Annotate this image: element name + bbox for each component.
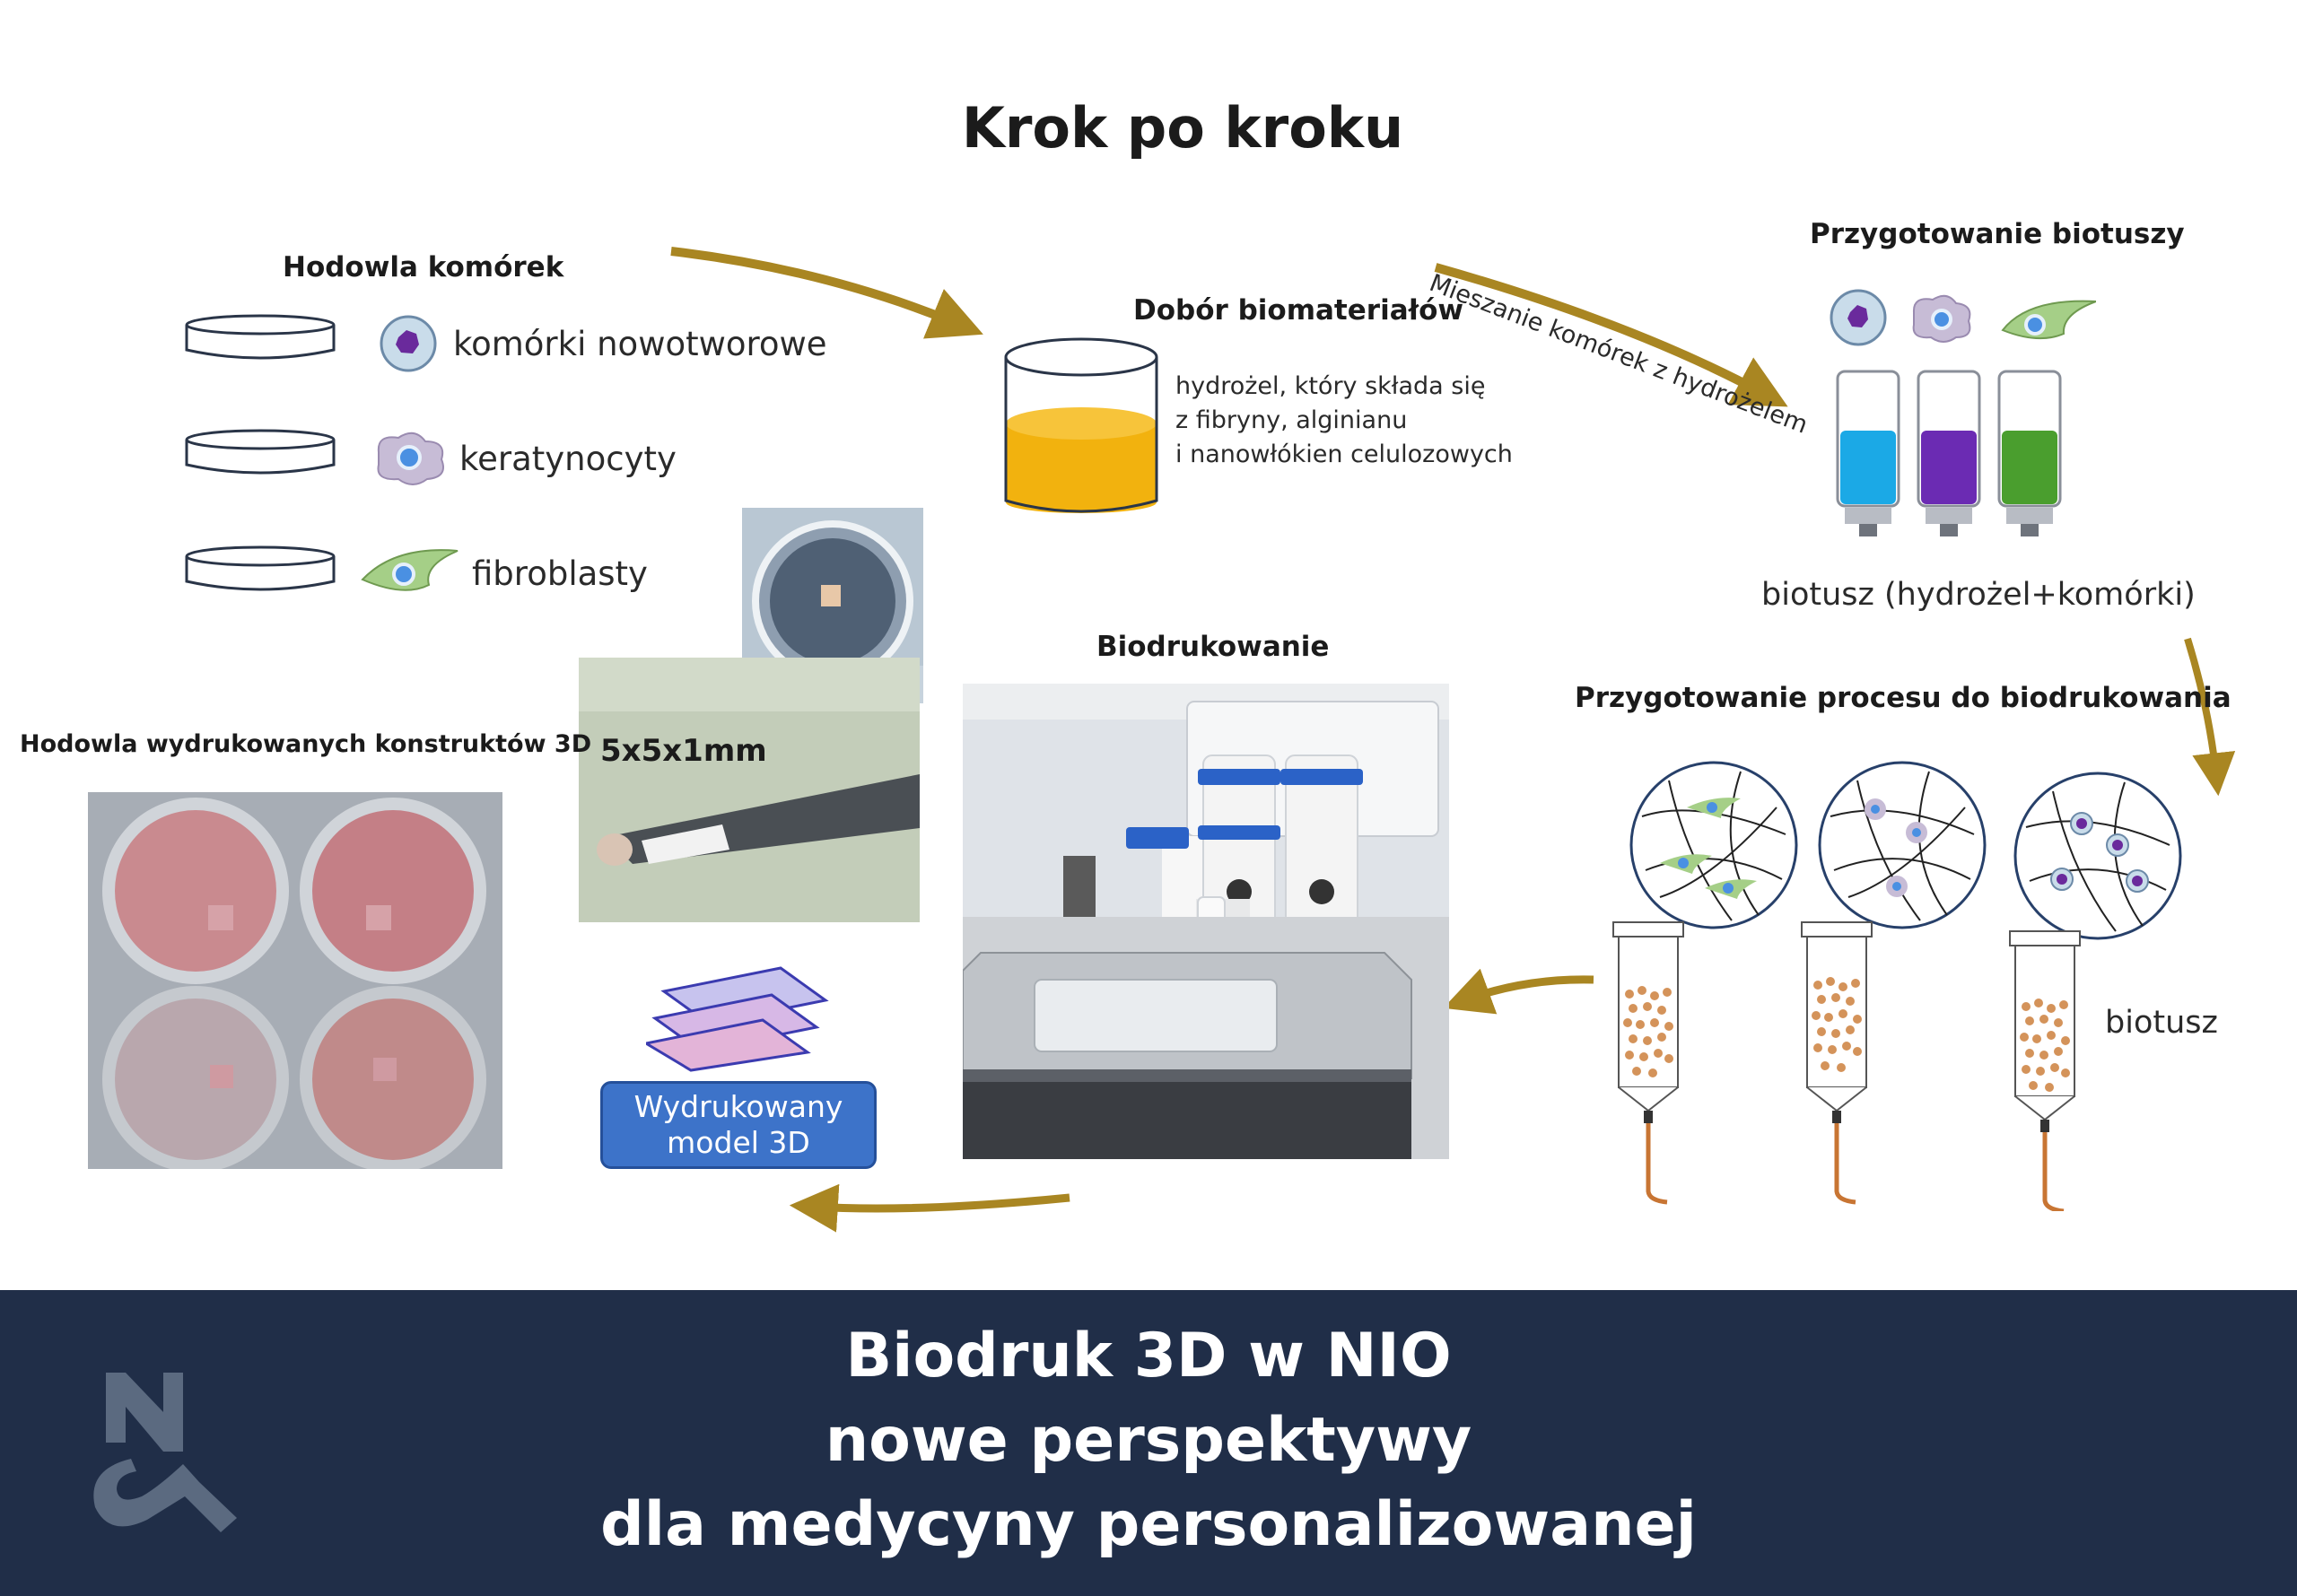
well-1	[102, 798, 289, 984]
printed-model-line-2: model 3D	[667, 1125, 810, 1160]
nio-logo-icon	[93, 1373, 237, 1532]
printed-model-illustration	[646, 966, 829, 1072]
keratinocyte-icon	[377, 432, 444, 485]
well-3	[102, 986, 289, 1169]
cell-label-keratinocyte: keratynocyty	[459, 440, 677, 478]
fiber-circle-fibroblast	[1629, 761, 1798, 929]
cell-culture-heading: Hodowla komórek	[283, 251, 564, 283]
cartridge-purple	[1917, 370, 1981, 536]
biomaterial-line-2: z fibryny, alginianu	[1175, 406, 1408, 434]
process-arrows	[670, 247, 2236, 1233]
process-prep-illustration	[1612, 761, 2182, 1211]
bioprinter-photo	[963, 684, 1449, 1159]
culture-dishes	[185, 314, 336, 591]
page-title: Krok po kroku	[961, 95, 1404, 161]
bioink-caption: biotusz (hydrożel+komórki)	[1761, 577, 2196, 613]
banner-line-2: nowe perspektywy	[825, 1405, 1472, 1476]
bioink-cartridges	[1830, 289, 2096, 536]
dish-1	[185, 314, 336, 360]
well-4	[300, 986, 486, 1169]
fibroblast-icon	[2001, 300, 2096, 340]
syringe-2	[1801, 921, 1873, 1205]
construct-size-label: 5x5x1mm	[600, 733, 767, 769]
arrow-culture-to-biomaterial	[670, 247, 983, 339]
dish-3	[185, 545, 336, 591]
cell-label-cancer: komórki nowotworowe	[453, 325, 827, 363]
printed-model-label: Wydrukowany model 3D	[600, 1081, 877, 1169]
bioprinter-illustration	[963, 684, 1449, 1159]
fiber-circle-keratinocyte	[1818, 761, 1987, 929]
bioprinting-heading: Biodrukowanie	[1096, 631, 1330, 663]
cancer-cell-icon	[380, 315, 437, 372]
biomaterial-line-3: i nanowłókien celulozowych	[1175, 440, 1513, 468]
cartridge-blue	[1836, 370, 1900, 536]
banner-line-1: Biodruk 3D w NIO	[845, 1321, 1452, 1391]
arrow-printer-to-model	[789, 1183, 1070, 1233]
bioink-label: biotusz	[2105, 1005, 2218, 1041]
culture-plate-photo	[88, 792, 502, 1169]
dish-2	[185, 429, 336, 475]
culture-3d-heading: Hodowla wydrukowanych konstruktów 3D	[20, 730, 592, 758]
well-2	[300, 798, 486, 984]
bioink-prep-heading: Przygotowanie biotuszy	[1810, 218, 2185, 250]
biomaterial-heading: Dobór biomateriałów	[1133, 294, 1464, 327]
arrow-process-to-printer	[1443, 968, 1594, 1015]
construct-tweezer-illustration	[579, 658, 920, 922]
arrow-biomaterial-to-bioink	[1434, 263, 1788, 407]
printed-model-line-1: Wydrukowany	[633, 1089, 843, 1124]
biomaterial-line-1: hydrożel, który składa się	[1175, 372, 1486, 400]
hydrogel-beaker	[1004, 337, 1158, 513]
culture-plate-illustration	[88, 792, 502, 1169]
construct-tweezer-photo: 5x5x1mm	[579, 658, 920, 922]
biomaterial-description: hydrożel, który składa się z fibryny, al…	[1175, 370, 1552, 472]
cell-label-fibroblast: fibroblasty	[472, 554, 648, 593]
bottom-banner: Biodruk 3D w NIO nowe perspektywy dla me…	[0, 1290, 2297, 1596]
cartridge-green	[1997, 370, 2062, 536]
banner-line-3: dla medycyny personalizowanej	[600, 1489, 1697, 1560]
process-prep-heading: Przygotowanie procesu do biodrukowania	[1575, 682, 2231, 714]
fibroblast-icon	[361, 549, 459, 591]
syringe-3	[2009, 930, 2081, 1211]
syringe-1	[1612, 921, 1684, 1205]
fiber-circle-cancer	[2013, 772, 2182, 940]
arrow-bioink-to-process	[2184, 637, 2236, 797]
